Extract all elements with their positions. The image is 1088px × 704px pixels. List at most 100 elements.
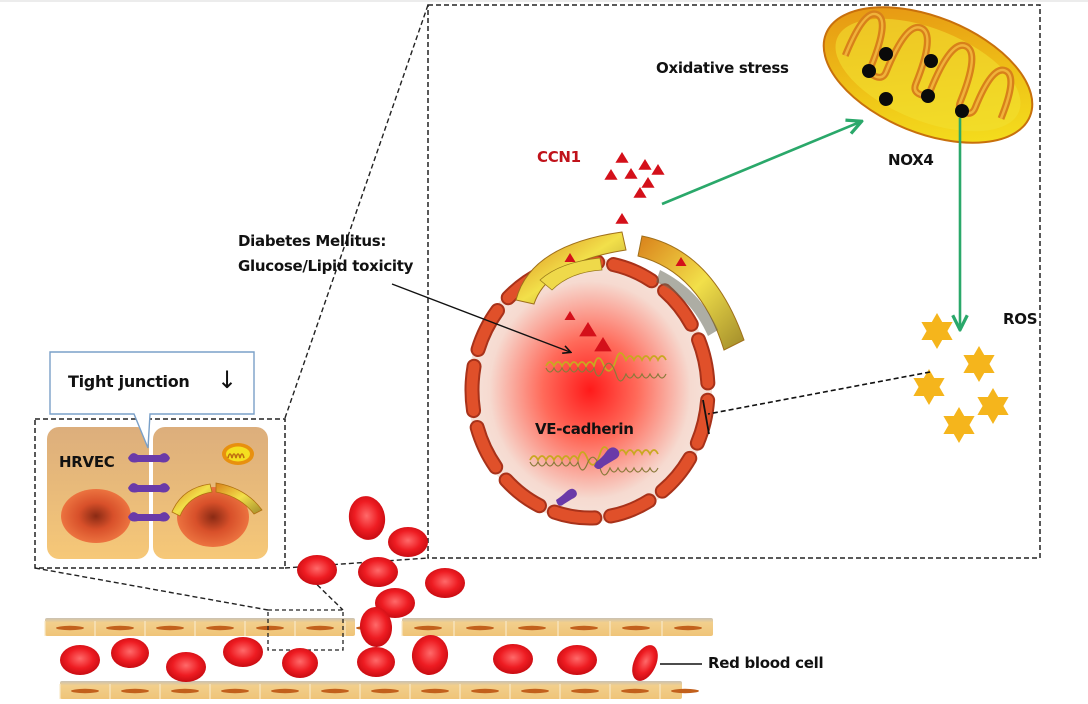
endothelial-nucleus — [156, 625, 184, 631]
cadherin-icon — [128, 453, 170, 463]
ccn1-triangle-icon — [633, 187, 647, 198]
er-small-icon — [171, 483, 213, 517]
endothelial-nucleus — [414, 625, 442, 631]
ccn1-triangle-icon — [604, 169, 618, 180]
envelope-segment-highlight — [500, 474, 545, 512]
endothelial-nucleus — [256, 625, 284, 631]
label-red-blood-cell: Red blood cell — [708, 654, 824, 672]
endothelial-nucleus — [570, 625, 598, 631]
nox4-dot-icon — [862, 64, 876, 78]
red-blood-cell-icon — [493, 644, 533, 674]
endothelial-nucleus — [171, 688, 199, 694]
ve-cadherin-protein-icon — [594, 447, 620, 469]
vessel-wall-bottom — [59, 681, 699, 699]
red-blood-cell-icon — [166, 652, 206, 682]
label-hrvec: HRVEC — [59, 453, 115, 471]
label-ros: ROS — [1003, 310, 1038, 328]
vessel-wall-band — [45, 618, 355, 636]
nox4-dot-icon — [921, 89, 935, 103]
endothelial-nucleus — [622, 625, 650, 631]
red-blood-cell-icon — [425, 568, 465, 598]
ccn1-triangle-icon — [641, 177, 655, 188]
endothelial-nucleus — [106, 625, 134, 631]
nox4-dot-icon — [924, 54, 938, 68]
star-half — [943, 416, 975, 443]
arrow-ccn1-to-nox4 — [661, 122, 860, 206]
envelope-segment-highlight — [605, 495, 655, 522]
vessel-wall-top — [44, 618, 713, 636]
nox4-dot-icon — [879, 47, 893, 61]
nox4-dot-icon — [955, 104, 969, 118]
red-blood-cell-icon — [411, 635, 449, 675]
ve-cadherin-protein-icon-2 — [556, 488, 577, 506]
endothelial-nucleus — [671, 688, 699, 694]
envelope-segment-highlight — [466, 360, 480, 417]
arrow-diabetes-to-dna — [391, 283, 570, 352]
star-half — [977, 397, 1009, 424]
envelope-segment-highlight — [471, 421, 502, 473]
label-tight-junction: Tight junction — [68, 372, 190, 391]
endothelial-nucleus — [621, 688, 649, 694]
label-oxidative-stress: Oxidative stress — [656, 59, 789, 77]
inhibition-bar — [702, 399, 710, 435]
endothelial-nucleus — [371, 688, 399, 694]
tight-junction-callout — [49, 351, 255, 449]
endothelial-nucleus — [674, 625, 702, 631]
ccn1-triangle-icon — [651, 164, 665, 175]
endothelial-nucleus — [518, 625, 546, 631]
red-blood-cell-icon — [282, 648, 318, 678]
dna-strand-ccn1 — [545, 352, 667, 382]
nucleus — [464, 254, 716, 526]
mitochondrion-large — [822, 6, 1034, 144]
projection-line-top — [284, 4, 429, 419]
ros-star-icon — [921, 313, 953, 349]
ros-star-icon — [977, 388, 1009, 424]
ccn1-triangle-icon — [579, 322, 597, 337]
envelope-segment-highlight — [656, 452, 696, 497]
endothelial-nucleus — [466, 625, 494, 631]
endothelial-nucleus — [206, 625, 234, 631]
red-blood-cell-icon — [358, 557, 398, 587]
envelope-segment-highlight — [472, 305, 503, 356]
label-ccn1: CCN1 — [537, 148, 581, 166]
endothelial-nucleus — [221, 688, 249, 694]
endoplasmic-reticulum — [515, 231, 745, 351]
cadherin-icon — [128, 512, 170, 522]
er-sheet-right-inner — [656, 270, 718, 336]
mitochondrion-small-icon — [222, 443, 254, 465]
red-blood-cell-icon — [388, 527, 428, 557]
star-half — [913, 378, 945, 405]
envelope-segment-highlight — [691, 394, 714, 449]
ccn1-triangle-icon — [624, 168, 638, 179]
er-sheet-right — [637, 235, 745, 351]
cell-nucleus-right — [177, 487, 249, 547]
red-blood-cell-icon — [359, 607, 393, 647]
ccn1-triangle-icon — [594, 337, 612, 352]
red-blood-cell-icon — [357, 647, 395, 677]
red-blood-cell-icon — [632, 645, 658, 681]
endothelial-nucleus — [421, 688, 449, 694]
envelope-segment-highlight — [548, 506, 601, 524]
inset-box-small — [34, 418, 286, 569]
red-blood-cells — [60, 496, 658, 682]
red-blood-cell-icon — [297, 555, 337, 585]
endothelial-nucleus — [471, 688, 499, 694]
ros-star-icon — [943, 407, 975, 443]
vessel-zoom-box — [267, 609, 344, 651]
endothelial-nucleus — [271, 688, 299, 694]
endothelial-nucleus — [521, 688, 549, 694]
red-blood-cell-icon — [60, 645, 100, 675]
endothelial-nucleus — [121, 688, 149, 694]
red-blood-cell-icon — [557, 645, 597, 675]
ros-star-icon — [963, 346, 995, 382]
red-blood-cell-icon — [111, 638, 149, 668]
endothelial-nucleus — [306, 625, 334, 631]
er-sheet-left-inner — [539, 257, 603, 291]
envelope-segment-highlight — [693, 334, 714, 389]
endothelial-nucleus — [321, 688, 349, 694]
top-border — [0, 0, 1088, 2]
endothelial-nucleus — [56, 625, 84, 631]
endothelial-nucleus — [571, 688, 599, 694]
tight-junction-proteins — [128, 453, 170, 522]
